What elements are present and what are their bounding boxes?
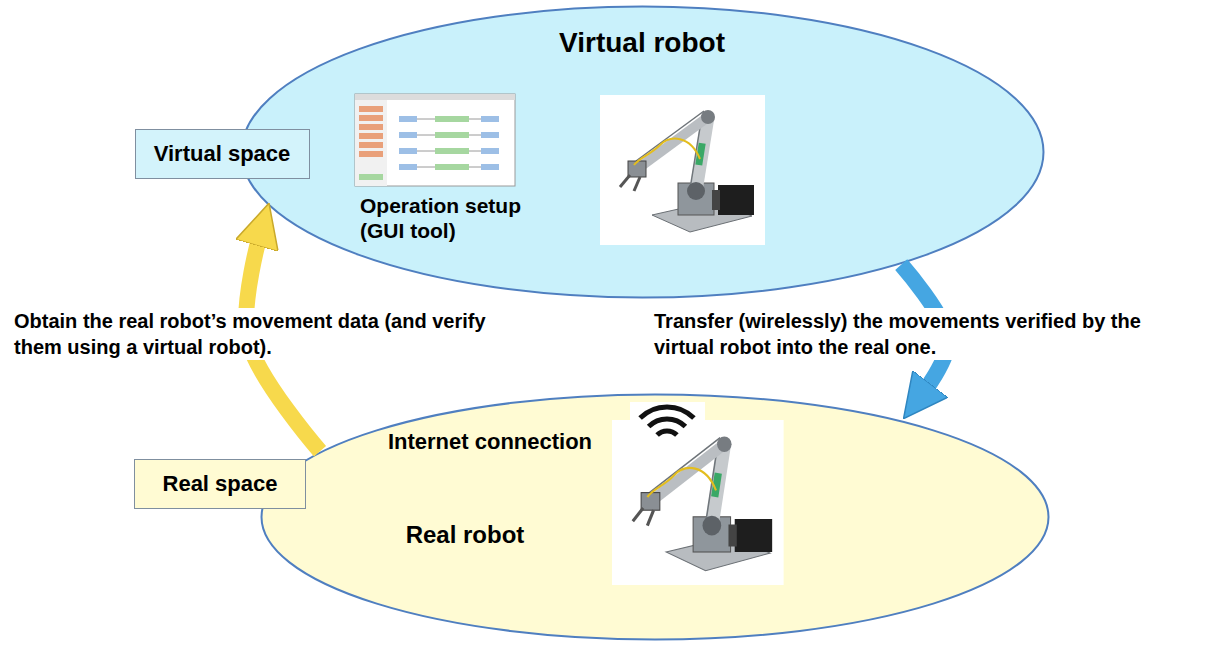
flow-row [399,132,499,138]
title-bar [355,94,515,100]
icon-ground [630,402,705,443]
window [355,94,515,186]
flow-node [399,116,417,122]
space-label-box: Real space [134,459,306,509]
label-slot: Transfer (wirelessly) the movements veri… [652,308,1207,360]
text-slot: Virtual robot [559,26,725,60]
flow-node [399,164,417,170]
space-ellipse: Internet connectionReal robot [260,393,1050,641]
box-label: Virtual space [154,141,291,167]
space-ellipse: Virtual robotOperation setup (GUI tool) [240,5,1045,299]
flow-node [481,164,499,170]
text-slot: Operation setup (GUI tool) [360,193,550,243]
picture-caption: Operation setup (GUI tool) [360,193,550,243]
text-slot: Real robot [406,521,525,550]
flow-node [435,164,469,170]
flow-node [435,148,469,154]
flow-node [399,132,417,138]
wifi-arc [640,407,694,418]
flow-node [481,132,499,138]
palette-item [359,151,383,157]
flow-row [399,148,499,154]
palette-item [359,124,383,130]
label-slot: Obtain the real robot’s movement data (a… [12,308,517,360]
palette-item [359,133,383,139]
wifi-arc [657,431,677,435]
flow-node [435,132,469,138]
flow-node [435,116,469,122]
real-robot-picture [612,420,784,585]
arrow-label: Transfer (wirelessly) the movements veri… [652,308,1207,360]
ellipse-shape [262,395,1049,640]
palette-item [359,142,383,148]
ellipse-title: Virtual robot [559,26,725,60]
gui-screenshot [355,94,515,186]
space-label-box: Virtual space [135,129,310,179]
box-label: Real space [163,471,278,497]
ellipse-shape [242,7,1044,298]
palette-item [359,106,383,112]
ellipse-outline [260,393,1050,641]
palette-item [359,115,383,121]
wifi-arc [649,419,686,427]
wifi-icon [630,402,705,443]
ellipse-title: Real robot [406,521,525,550]
flow-node [399,148,417,154]
connection-label: Internet connection [388,429,592,455]
virtual-robot-picture [600,95,765,245]
sidebar [355,100,387,186]
palette-item [359,174,383,180]
flow-row [399,164,499,170]
text-slot: Internet connection [388,429,592,455]
flow-node [481,116,499,122]
flow-node [481,148,499,154]
flow-row [399,116,499,122]
arrow-label: Obtain the real robot’s movement data (a… [12,308,517,360]
